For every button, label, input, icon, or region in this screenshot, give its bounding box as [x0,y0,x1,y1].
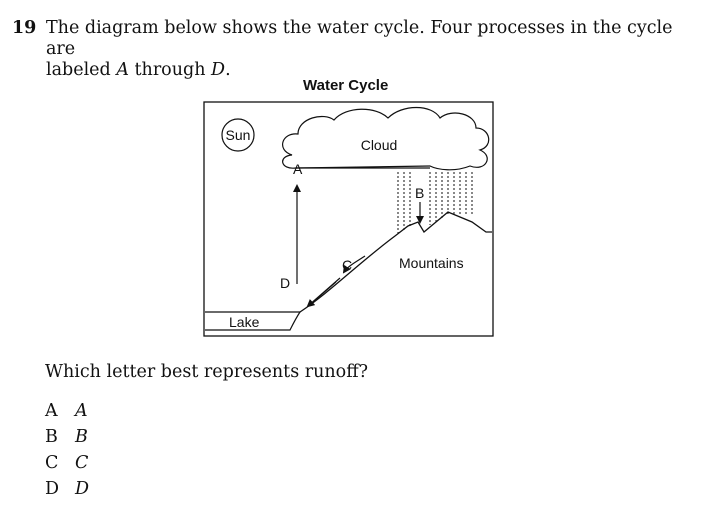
cloud-icon [282,107,490,171]
question-text-line2-mid: through [128,60,212,80]
choice-d-letter: D [45,479,60,499]
choice-b-text: B [75,427,88,447]
question-text-line2-pre: labeled [46,60,117,80]
choice-c-text: C [75,453,89,473]
choice-a-letter: A [45,401,58,421]
question-text-line1: The diagram below shows the water cycle.… [46,18,673,59]
label-d: D [280,275,290,291]
choice-a-text: A [75,401,88,421]
question-number: 19 [12,18,37,38]
sun-icon [221,118,255,152]
question-prompt: Which letter best represents runoff? [45,362,369,382]
runoff-flow-line [311,281,337,304]
mountains-outline [299,211,492,313]
rain-lines [397,172,473,235]
question-text-letter-a: A [116,60,129,80]
diagram-frame [203,101,494,337]
lake-outline [205,311,302,331]
choice-b-letter: B [45,427,58,447]
label-a: A [293,161,303,177]
lake-label: Lake [229,314,260,330]
mountains-label: Mountains [399,255,464,271]
choice-c-letter: C [45,453,59,473]
question-text: The diagram below shows the water cycle.… [46,18,696,81]
question-text-line2-post: . [225,60,231,80]
sun-label: Sun [226,127,251,143]
choice-d-text: D [75,479,90,499]
label-c: C [342,257,352,273]
cloud-label: Cloud [361,137,398,153]
question-text-letter-d: D [211,60,226,80]
arrow-c-runoff [342,255,366,274]
diagram-title: Water Cycle [303,77,389,94]
label-b: B [415,185,424,201]
